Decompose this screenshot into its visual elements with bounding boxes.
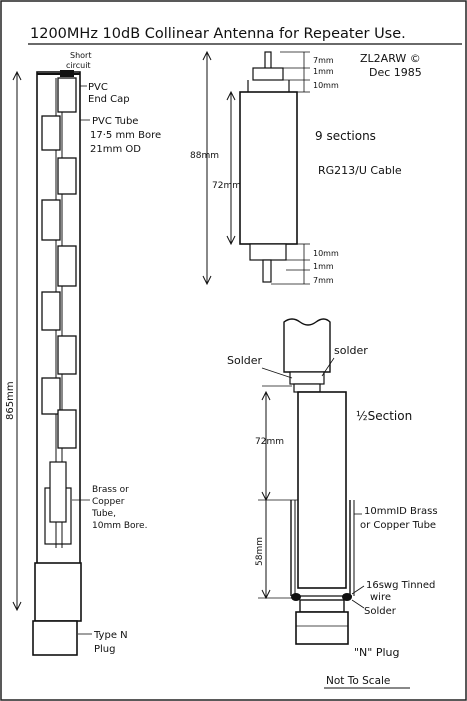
- author-callsign: ZL2ARW ©: [360, 52, 421, 65]
- solder-bottom-leader: [351, 599, 365, 609]
- cable-stub-top: [283, 318, 331, 373]
- solder-right-leader: [321, 357, 335, 377]
- insulator-bottom: [249, 243, 287, 261]
- wire-leader: [351, 585, 365, 595]
- type-n-plug-left: [32, 620, 78, 656]
- short-circuit-blob: [60, 70, 74, 77]
- short-circuit-label: Short circuit: [66, 51, 94, 70]
- dim-72-arrow-bot: [226, 235, 236, 246]
- diagram-title: 1200MHz 10dB Collinear Antenna for Repea…: [30, 26, 406, 42]
- dim-bot-1-label: 1mm: [313, 262, 334, 271]
- n-plug-neck: [299, 599, 345, 613]
- center-conductor-bottom: [262, 259, 272, 283]
- half-section-label: ½Section: [356, 409, 412, 423]
- dim-arrow-top: [12, 70, 22, 81]
- n-plug-body: [295, 611, 349, 645]
- dim-bot-10-label: 10mm: [313, 249, 339, 258]
- base-dim-72-label: 72mm: [255, 437, 284, 447]
- not-to-scale-note: Not To Scale: [326, 675, 390, 687]
- section-detail: 88mm 72mm 7mm 1mm 10mm 10mm 1mm 7mm 9 se…: [190, 50, 402, 286]
- pvc-end-cap-label: PVC End Cap: [88, 82, 130, 105]
- cable-type-label: RG213/U Cable: [318, 164, 402, 177]
- full-antenna-assembly: 865mm Short circuit PVC End Cap PVC Tube…: [5, 51, 164, 656]
- dim-88-label: 88mm: [190, 151, 219, 161]
- dim-72-label: 72mm: [212, 181, 241, 191]
- n-connector-body: [34, 562, 82, 622]
- brass-tube-label-right: 10mmID Brass or Copper Tube: [360, 506, 441, 531]
- solder-blob-left: [291, 593, 301, 601]
- n-plug-label: "N" Plug: [354, 646, 400, 659]
- insulator-joint: [289, 371, 325, 385]
- cable-section-5: [57, 245, 77, 287]
- half-section-body: [297, 391, 347, 589]
- sections-count-label: 9 sections: [315, 129, 376, 143]
- half-section-left: [49, 461, 67, 523]
- brass-tube-label: Brass or Copper Tube, 10mm Bore.: [91, 485, 147, 531]
- insulator-top: [252, 67, 284, 81]
- center-conductor-top: [264, 51, 272, 71]
- type-n-plug-label: Type N Plug: [93, 630, 131, 655]
- dim-top-10-label: 10mm: [313, 81, 339, 90]
- dim-arrow-bottom: [12, 601, 22, 612]
- cable-section-body: [239, 91, 298, 245]
- solder-bottom-label: Solder: [364, 606, 397, 617]
- dim-bot-7-label: 7mm: [313, 276, 334, 285]
- solder-left-leader: [261, 367, 293, 379]
- base-detail: Solder solder ½Section 72mm 58mm 10mmID …: [227, 318, 441, 659]
- diagram-date: Dec 1985: [369, 66, 422, 79]
- cable-section-8: [41, 377, 61, 415]
- base-dim-72-arrow-top: [261, 390, 271, 401]
- cable-section-1: [57, 77, 77, 113]
- dim-88-arrow-bot: [202, 275, 212, 286]
- base-dim-58-label: 58mm: [255, 537, 265, 566]
- dim-88-arrow-top: [202, 50, 212, 61]
- cable-section-2: [41, 115, 61, 151]
- cable-section-9: [57, 409, 77, 449]
- cable-section-6: [41, 291, 61, 331]
- cable-sections: [41, 77, 77, 449]
- dim-72-arrow-top: [226, 90, 236, 101]
- dim-865-label: 865mm: [5, 381, 16, 420]
- cable-section-4: [41, 199, 61, 241]
- tinned-wire-label: 16swg Tinned wire: [366, 580, 439, 603]
- solder-blob-right: [342, 593, 352, 601]
- cable-section-3: [57, 157, 77, 195]
- pvc-tube-label: PVC Tube 17·5 mm Bore 21mm OD: [90, 116, 164, 155]
- solder-left-label: Solder: [227, 354, 263, 367]
- dim-top-7-label: 7mm: [313, 56, 334, 65]
- dim-top-1-label: 1mm: [313, 67, 334, 76]
- cable-section-7: [57, 335, 77, 375]
- solder-right-label: solder: [334, 344, 368, 357]
- solder-joint-block: [293, 383, 321, 393]
